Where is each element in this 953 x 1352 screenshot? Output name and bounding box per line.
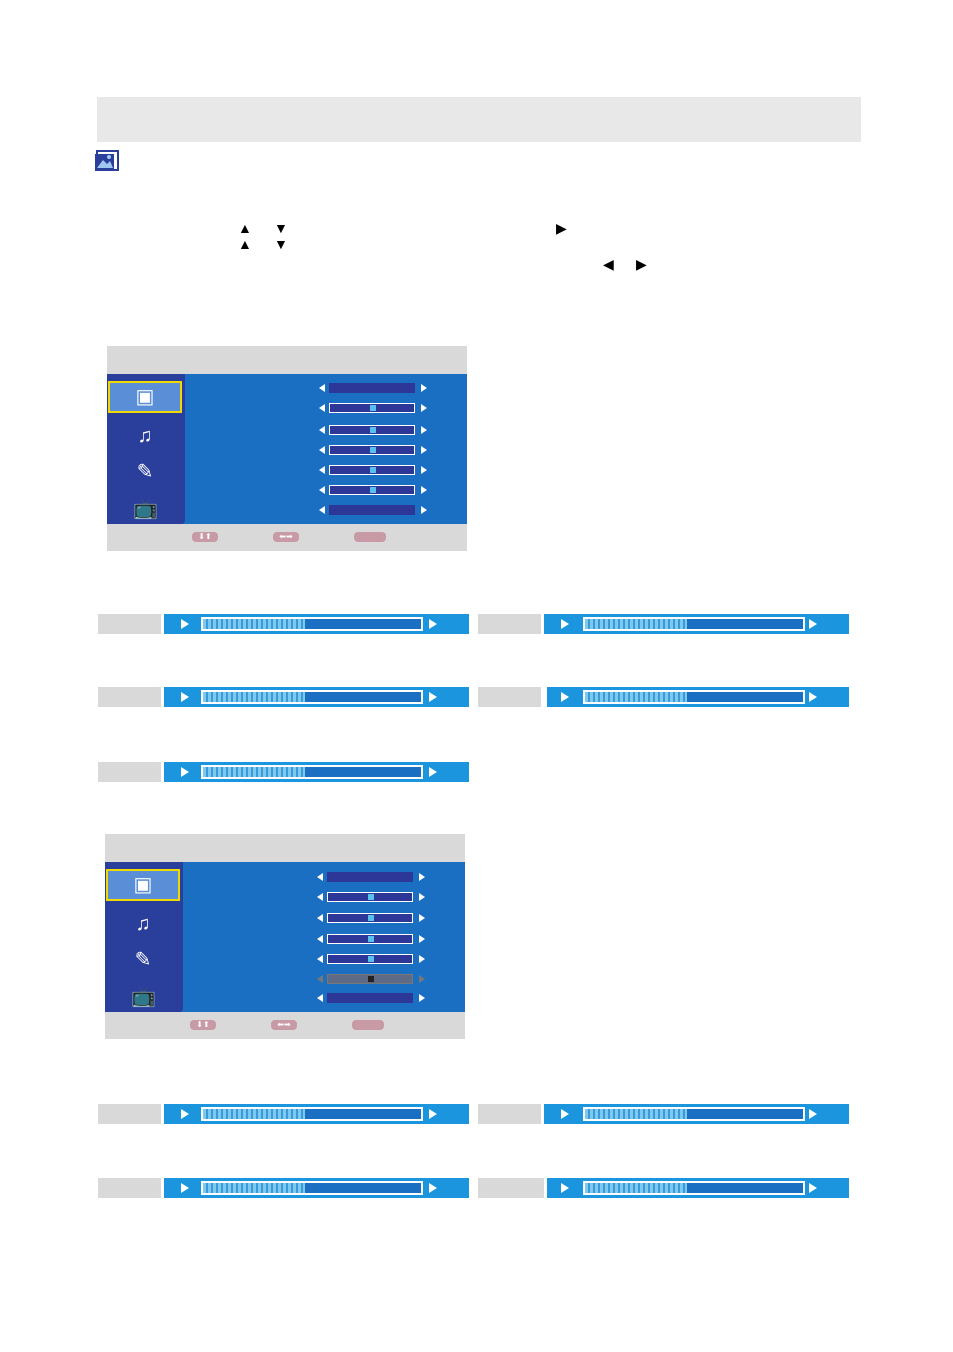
level-gauge[interactable] [201,1107,423,1121]
adjustment-label [98,762,161,782]
osd-menu-picture: ▣ ♫ ✎ 📺 ⬇⬆ ⬅➡ [105,834,465,1039]
right-triangle-icon [181,767,189,777]
level-fill [203,767,306,777]
exit-key-hint [352,1020,384,1030]
adjustment-label [98,1104,161,1124]
level-fill [203,1183,306,1193]
down-triangle-icon: ▼ [274,220,288,236]
adjustment-bar[interactable] [98,1104,469,1124]
level-gauge[interactable] [201,690,423,704]
adjustment-label [98,614,161,634]
right-triangle-icon [561,619,569,629]
osd-row-slider[interactable] [319,402,427,414]
right-triangle-icon [429,767,437,777]
osd-row-slider[interactable] [319,484,427,496]
osd-menu-picture: ▣ ♫ ✎ 📺 ⬇⬆ ⬅➡ [107,346,467,551]
level-fill [585,692,688,702]
adjustment-bar[interactable] [478,1104,849,1124]
adjustment-label [98,1178,161,1198]
right-triangle-icon [809,1109,817,1119]
right-triangle-icon [561,1109,569,1119]
level-gauge[interactable] [201,617,423,631]
adjustment-label [478,1178,544,1198]
right-triangle-icon [181,1109,189,1119]
down-triangle-icon: ▼ [274,236,288,252]
tv-icon[interactable]: 📺 [131,986,156,1008]
level-fill [585,1183,688,1193]
adjustment-label [478,1104,541,1124]
level-gauge[interactable] [583,690,805,704]
adjustment-label [98,687,161,707]
right-triangle-icon [429,1183,437,1193]
osd-row-slider[interactable] [319,444,427,456]
level-gauge[interactable] [583,617,805,631]
tv-icon[interactable]: 📺 [133,498,158,520]
osd-row-slider[interactable] [317,933,425,945]
level-gauge[interactable] [583,1181,805,1195]
right-triangle-icon [809,1183,817,1193]
right-triangle-icon [181,619,189,629]
right-triangle-icon [809,692,817,702]
adjustment-bar[interactable] [98,762,469,782]
right-triangle-icon [181,1183,189,1193]
adjustment-bar[interactable] [98,1178,469,1198]
osd-row-slider[interactable] [317,912,425,924]
level-gauge[interactable] [201,1181,423,1195]
picture-icon[interactable]: ▣ [133,874,153,896]
right-triangle-icon: ▶ [556,220,567,236]
level-fill [203,619,306,629]
osd-row-slider[interactable] [319,424,427,436]
right-triangle-icon [561,1183,569,1193]
updown-key-hint: ⬇⬆ [190,1020,216,1030]
up-triangle-icon: ▲ [238,236,252,252]
music-note-icon[interactable]: ♫ [137,425,153,447]
exit-key-hint [354,532,386,542]
pen-icon[interactable]: ✎ [136,461,154,483]
left-triangle-icon: ◀ [603,256,614,272]
right-triangle-icon: ▶ [636,256,647,272]
osd-row-mode[interactable] [317,871,425,883]
adjustment-bar[interactable] [478,1178,849,1198]
adjustment-bar[interactable] [98,687,469,707]
osd-selection-highlight[interactable] [108,381,182,413]
level-gauge[interactable] [201,765,423,779]
osd-row-mode[interactable] [319,382,427,394]
adjustment-bar[interactable] [478,614,849,634]
pen-icon[interactable]: ✎ [134,949,152,971]
right-triangle-icon [181,692,189,702]
adjustment-bar[interactable] [98,614,469,634]
music-note-icon[interactable]: ♫ [135,913,151,935]
right-triangle-icon [429,1109,437,1119]
updown-key-hint: ⬇⬆ [192,532,218,542]
osd-selection-highlight[interactable] [106,869,180,901]
level-gauge[interactable] [583,1107,805,1121]
right-triangle-icon [429,692,437,702]
leftright-key-hint: ⬅➡ [273,532,299,542]
picture-icon[interactable]: ▣ [135,386,155,408]
osd-row-slider[interactable] [319,464,427,476]
osd-row-mode[interactable] [319,504,427,516]
up-triangle-icon: ▲ [238,220,252,236]
picture-icon [95,150,119,171]
osd-row-slider[interactable] [317,953,425,965]
level-fill [585,619,688,629]
osd-title-bar [105,834,465,862]
osd-row-disabled-slider [317,973,425,985]
right-triangle-icon [561,692,569,702]
adjustment-label [478,614,541,634]
level-fill [203,692,306,702]
level-fill [585,1109,688,1119]
header-bar [97,97,861,142]
right-triangle-icon [809,619,817,629]
osd-title-bar [107,346,467,374]
adjustment-bar[interactable] [478,687,849,707]
level-fill [203,1109,306,1119]
leftright-key-hint: ⬅➡ [271,1020,297,1030]
osd-row-mode[interactable] [317,992,425,1004]
right-triangle-icon [429,619,437,629]
osd-row-slider[interactable] [317,891,425,903]
adjustment-label [478,687,541,707]
